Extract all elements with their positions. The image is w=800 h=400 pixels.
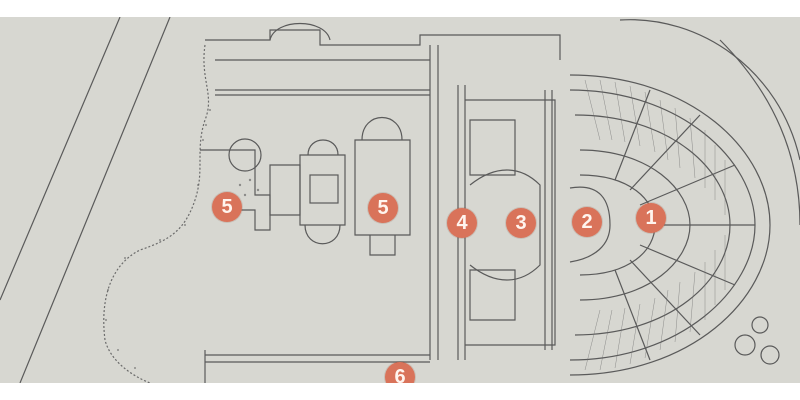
scene-room: [469, 119, 516, 176]
round-room: [228, 138, 262, 172]
seating-hatching: [584, 79, 726, 371]
stairway: [629, 259, 701, 336]
site-boundary-line: [19, 17, 171, 383]
site-plan-map: 1 2 3 4 5 5 6: [0, 17, 800, 383]
outer-ring: [719, 39, 800, 226]
south-apse: [304, 224, 341, 245]
hall-apse: [361, 116, 403, 141]
marker-2[interactable]: 2: [572, 207, 602, 237]
north-portico: [215, 59, 430, 96]
theatre-plan-drawing: [0, 17, 800, 383]
scene-exedra: [469, 169, 541, 281]
stairway: [639, 164, 736, 206]
scene-room: [469, 269, 516, 321]
shrub: [734, 334, 756, 356]
orchestra: [569, 186, 611, 263]
north-wall: [205, 29, 561, 60]
rock-stipple: [105, 109, 260, 369]
north-apse-small: [307, 139, 339, 156]
marker-6[interactable]: 6: [385, 362, 415, 383]
north-apse: [269, 22, 331, 41]
marker-3[interactable]: 3: [506, 208, 536, 238]
cavea-outer: [569, 74, 771, 376]
large-hall: [354, 139, 411, 236]
stairway: [614, 269, 651, 361]
south-portico: [205, 354, 430, 363]
marker-4[interactable]: 4: [447, 208, 477, 238]
stairway: [614, 89, 651, 181]
room-outline: [269, 164, 301, 216]
shrub: [760, 345, 780, 365]
scene-building: [465, 99, 556, 346]
terrace-wall: [619, 19, 800, 161]
central-court: [299, 154, 346, 226]
marker-1[interactable]: 1: [636, 203, 666, 233]
rock-outline: [103, 44, 210, 383]
site-boundary-line: [0, 17, 121, 301]
marker-5a[interactable]: 5: [212, 192, 242, 222]
marker-5b[interactable]: 5: [368, 193, 398, 223]
court-square: [309, 174, 339, 204]
stairway: [629, 114, 701, 191]
stairway: [639, 244, 736, 286]
hall-annex: [369, 235, 396, 256]
shrub: [751, 316, 769, 334]
